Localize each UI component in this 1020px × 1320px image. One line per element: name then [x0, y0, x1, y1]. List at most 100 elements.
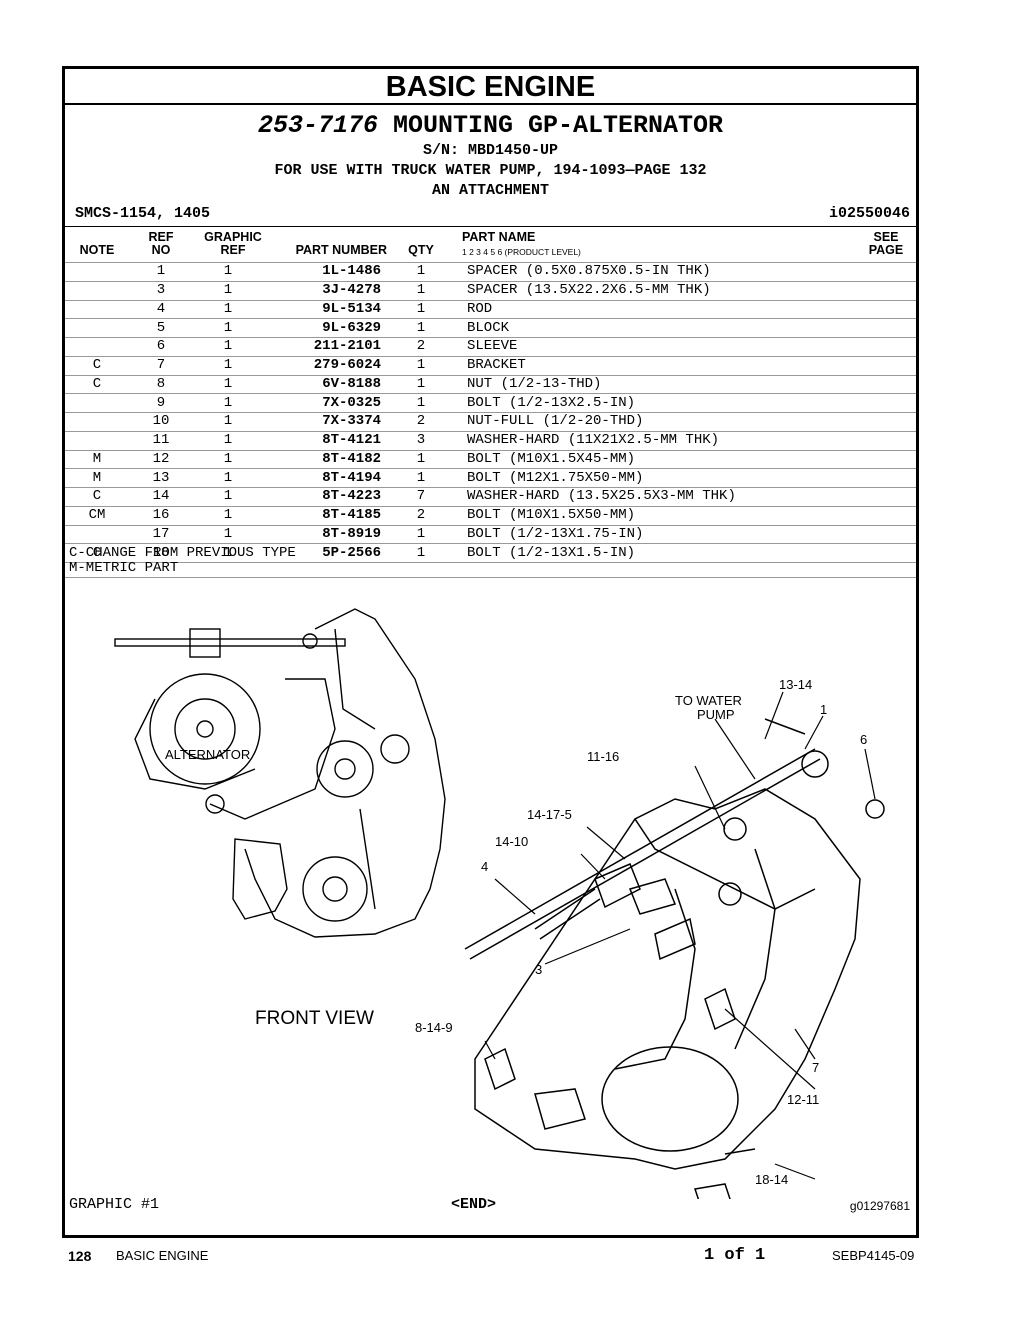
qty-cell: 1	[381, 449, 461, 469]
note-cell: C	[65, 374, 129, 394]
part-name-cell: SPACER (0.5X0.875X0.5-IN THK)	[461, 262, 916, 282]
part-number-cell: 8T-4182	[263, 449, 381, 469]
part-name-cell: WASHER-HARD (13.5X25.5X3-MM THK)	[461, 487, 916, 507]
engine-front-outline	[244, 608, 446, 938]
graphic-ref-cell: 1	[193, 355, 263, 375]
part-name-cell: BOLT (1/2-13X1.75-IN)	[461, 524, 916, 544]
part-number-cell: 6V-8188	[263, 374, 381, 394]
group-header: 253-7176 MOUNTING GP-ALTERNATOR S/N: MBD…	[65, 105, 916, 201]
notes-legend: C-CHANGE FROM PREVIOUS TYPE M-METRIC PAR…	[69, 546, 296, 576]
footer-section: BASIC ENGINE	[116, 1248, 209, 1263]
callout-12-11: 12-11	[787, 1092, 819, 1107]
note-cell: C	[65, 355, 129, 375]
note-cell: C	[65, 543, 129, 563]
ref-no-cell: 11	[129, 430, 193, 450]
qty-cell: 1	[381, 524, 461, 544]
graphic-number: GRAPHIC #1	[69, 1196, 160, 1213]
part-number-cell: 8T-4223	[263, 487, 381, 507]
ref-no-cell: 7	[129, 355, 193, 375]
callout-7: 7	[812, 1060, 819, 1075]
part-number-cell: 9L-5134	[263, 299, 381, 319]
graphic-ref-cell: 1	[193, 505, 263, 525]
graphic-ref-cell: 1	[193, 487, 263, 507]
illustration-id: i02550046	[828, 205, 910, 222]
doc-id: SEBP4145-09	[832, 1248, 915, 1263]
qty-cell: 1	[381, 299, 461, 319]
graphic-ref-cell: 1	[193, 318, 263, 338]
note-cell: C	[65, 487, 129, 507]
part-number-cell: 8T-4121	[263, 430, 381, 450]
part-number-cell: 7X-0325	[263, 393, 381, 413]
part-number-cell: 1L-1486	[263, 262, 381, 282]
ref-no-cell: 18	[129, 543, 193, 563]
pump-label: PUMP	[697, 707, 735, 722]
note-cell	[65, 299, 129, 319]
graphic-ref-cell: 1	[193, 430, 263, 450]
rod	[464, 748, 816, 950]
graphic-ref-cell: 1	[193, 524, 263, 544]
callout-3: 3	[535, 962, 542, 977]
qty-cell: 1	[381, 280, 461, 300]
alternator-body	[149, 673, 261, 785]
ref-no-cell: 6	[129, 337, 193, 357]
qty-cell: 2	[381, 505, 461, 525]
note-cell: M	[65, 468, 129, 488]
bracket-exploded-drawing	[464, 718, 885, 1199]
note-cell: CM	[65, 505, 129, 525]
usage-note: FOR USE WITH TRUCK WATER PUMP, 194-1093—…	[274, 162, 707, 179]
callout-labels: 13-14 1 6 TO WATER PUMP 11-16 14-17-5 14…	[415, 677, 867, 1187]
to-water-label: TO WATER	[675, 693, 742, 708]
end-marker: <END>	[451, 1196, 497, 1213]
graphic-ref-cell: 1	[193, 337, 263, 357]
ref-no-cell: 3	[129, 280, 193, 300]
bracket-arm	[209, 678, 336, 820]
ref-no-cell: 16	[129, 505, 193, 525]
graphic-id: g01297681	[849, 1199, 910, 1213]
note-cell	[65, 430, 129, 450]
ref-no-cell: 4	[129, 299, 193, 319]
part-number-cell: 9L-6329	[263, 318, 381, 338]
part-name-cell: WASHER-HARD (11X21X2.5-MM THK)	[461, 430, 916, 450]
part-name-cell: BOLT (1/2-13X2.5-IN)	[461, 393, 916, 413]
sleeve	[865, 799, 885, 819]
graphic-ref-cell: 1	[193, 299, 263, 319]
note-cell	[65, 393, 129, 413]
front-view-drawing	[114, 608, 446, 938]
bracket-outline	[474, 788, 861, 1170]
ref-no-cell: 17	[129, 524, 193, 544]
qty-cell: 1	[381, 468, 461, 488]
serial-range: S/N: MBD1450-UP	[422, 142, 559, 159]
ref-no-cell: 14	[129, 487, 193, 507]
callout-14-17-5: 14-17-5	[527, 807, 572, 822]
qty-cell: 1	[381, 393, 461, 413]
part-number-cell: 5P-2566	[263, 543, 381, 563]
ref-no-cell: 1	[129, 262, 193, 282]
group-number: 253-7176	[257, 111, 378, 140]
note-change: C-CHANGE FROM PREVIOUS TYPE	[69, 545, 296, 561]
part-number-cell: 8T-4194	[263, 468, 381, 488]
part-number-cell: 3J-4278	[263, 280, 381, 300]
callout-14-10: 14-10	[495, 834, 528, 849]
graphic-ref-cell: 1	[193, 262, 263, 282]
notes-divider	[65, 577, 916, 578]
callout-leaders	[484, 691, 876, 1180]
adjust-rod	[114, 638, 346, 647]
qty-cell: 2	[381, 337, 461, 357]
front-view-label: FRONT VIEW	[255, 1008, 374, 1029]
graphic-ref-cell: 1	[193, 543, 263, 563]
graphic-ref-cell: 1	[193, 449, 263, 469]
part-name-cell: BOLT (1/2-13X1.5-IN)	[461, 543, 916, 563]
note-cell	[65, 318, 129, 338]
col-part-name: PART NAME	[462, 230, 536, 244]
note-cell	[65, 524, 129, 544]
